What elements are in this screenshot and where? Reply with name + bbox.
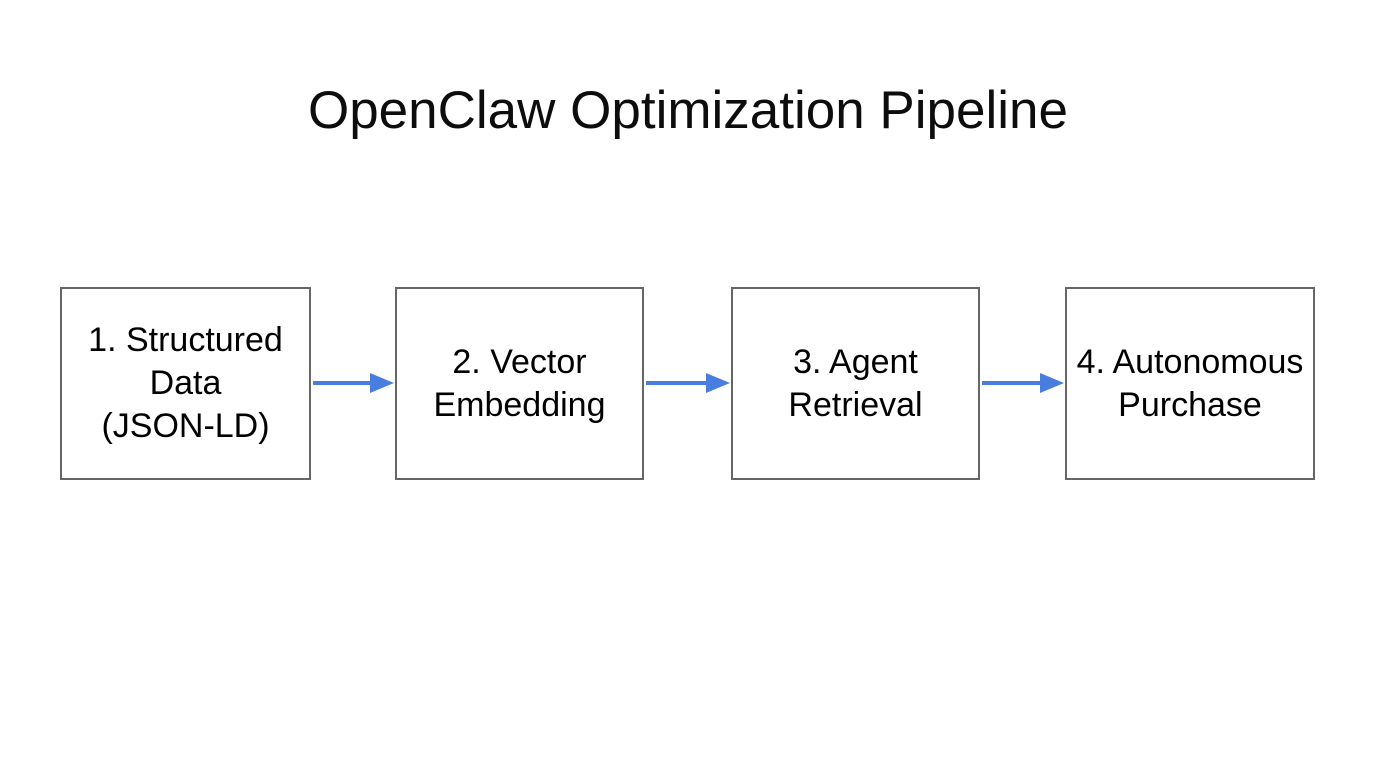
arrow-head-icon <box>370 373 394 393</box>
slide-title: OpenClaw Optimization Pipeline <box>307 81 1069 140</box>
arrow-head-icon <box>1040 373 1064 393</box>
node-agent-retrieval: 3. Agent Retrieval <box>731 287 980 480</box>
flow-arrow-1 <box>313 373 394 393</box>
arrow-head-icon <box>706 373 730 393</box>
node-autonomous-purchase: 4. Autonomous Purchase <box>1065 287 1315 480</box>
flow-arrow-2 <box>646 373 730 393</box>
flow-arrow-3 <box>982 373 1064 393</box>
arrow-shaft <box>313 381 372 385</box>
arrow-shaft <box>982 381 1042 385</box>
arrow-shaft <box>646 381 708 385</box>
node-structured-data-label: 1. Structured Data (JSON-LD) <box>88 321 283 445</box>
node-vector-embedding: 2. Vector Embedding <box>395 287 644 480</box>
node-vector-embedding-label: 2. Vector Embedding <box>433 342 606 424</box>
node-autonomous-purchase-label: 4. Autonomous Purchase <box>1076 342 1304 424</box>
node-agent-retrieval-label: 3. Agent Retrieval <box>788 342 923 424</box>
node-structured-data: 1. Structured Data (JSON-LD) <box>60 287 311 480</box>
